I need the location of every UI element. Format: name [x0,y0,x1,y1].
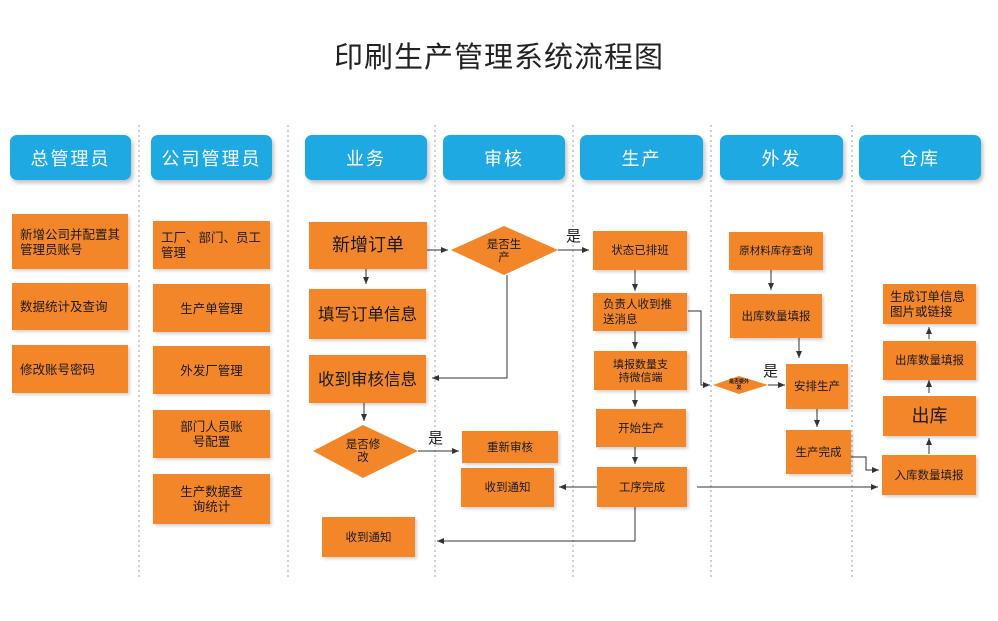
yes-label-produce: 是 [566,227,582,245]
box-start-production: 开始生产 [596,409,686,447]
box-add-company: 新增公司并配置其管理员账号 [12,214,128,269]
box-outsource-out-qty: 出库数量填报 [730,294,822,338]
box-re-review: 重新审核 [462,431,558,463]
box-generate-order-info: 生成订单信息图片或链接 [883,284,976,324]
column-header-business: 业务 [305,135,427,180]
box-dept-account-config: 部门人员账号配置 [153,410,270,458]
box-warehouse-in-qty: 入库数量填报 [882,455,976,495]
decision-produce-diamond [451,226,558,275]
box-outsource-factory-mgmt: 外发厂管理 [153,346,270,394]
box-production-data-query: 生产数据查询统计 [153,474,270,524]
box-fill-order-info: 填写订单信息 [309,289,426,339]
column-header-production: 生产 [580,135,703,180]
column-header-review: 审核 [443,135,565,180]
decision-modify-diamond [313,425,418,478]
decision-outsource-label: 是否要外发 [728,379,749,391]
box-data-statistics: 数据统计及查询 [12,283,128,330]
column-header-outsource: 外发 [720,135,843,180]
decision-produce-label: 是否生产 [486,237,522,264]
decision-modify-label: 是否修改 [345,437,381,464]
box-push-message: 负责人收到推送消息 [593,293,687,331]
box-raw-material-stock: 原材料库存查询 [729,232,823,270]
box-receive-review-info: 收到审核信息 [309,355,426,403]
box-warehouse-out-qty: 出库数量填报 [883,341,976,380]
box-process-complete: 工序完成 [597,467,687,507]
box-change-password: 修改账号密码 [12,345,128,393]
decision-outsource-diamond [713,376,768,394]
yes-label-modify: 是 [428,429,444,447]
box-production-done: 生产完成 [786,430,851,474]
box-review-receive-notice: 收到通知 [461,468,554,507]
box-factory-dept-staff: 工厂、部门、员工管理 [153,221,270,269]
box-business-receive-notice: 收到通知 [322,517,415,557]
column-header-super-admin: 总管理员 [10,135,131,180]
yes-label-outsource: 是 [763,362,779,380]
box-new-order: 新增订单 [309,222,427,269]
box-warehouse-out: 出库 [883,396,976,436]
column-header-warehouse: 仓库 [859,135,981,180]
box-production-order-mgmt: 生产单管理 [153,284,270,332]
box-arrange-production: 安排生产 [786,364,848,409]
box-status-scheduled: 状态已排班 [593,231,687,270]
column-header-company-admin: 公司管理员 [151,135,272,180]
box-fill-quantity-wechat: 填报数量支持微信端 [594,351,687,390]
page-title: 印刷生产管理系统流程图 [333,40,664,74]
